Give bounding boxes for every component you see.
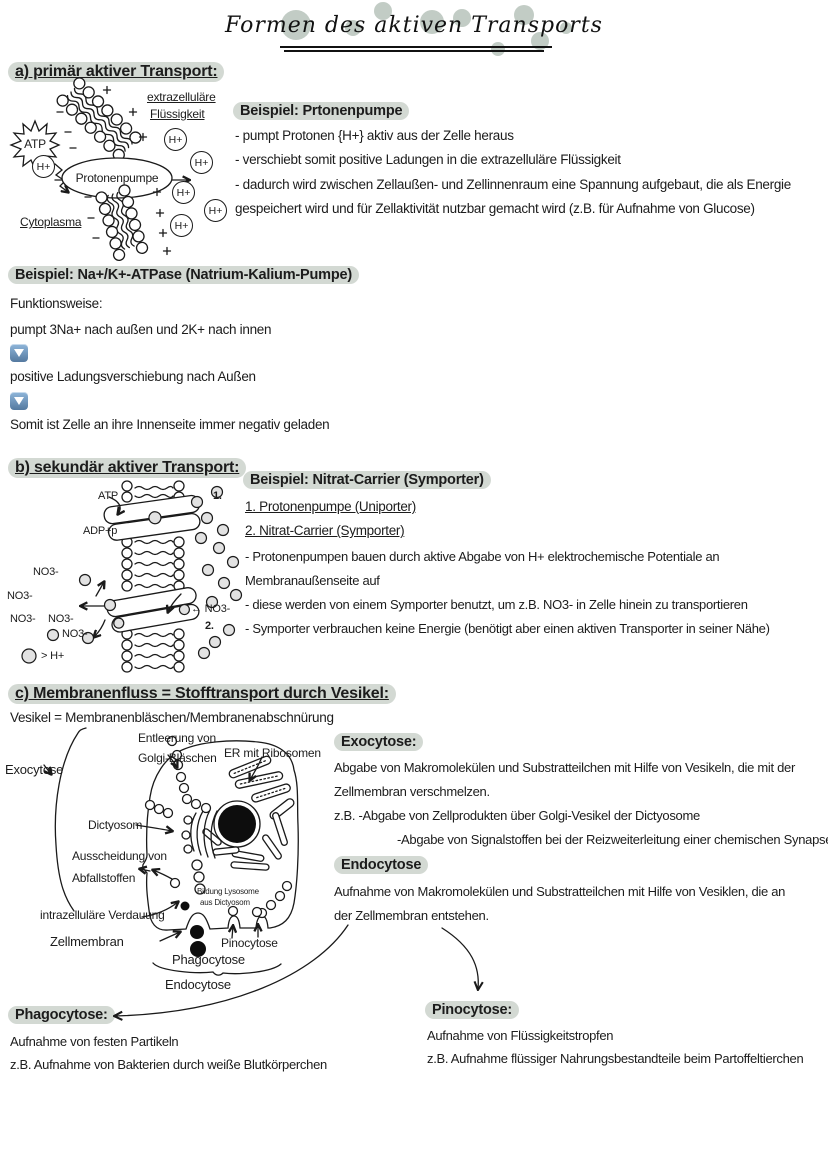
funktionsweise-label: Funktionsweise: (10, 296, 103, 311)
section-c-heading: c) Membranenfluss = Stofftransport durch… (8, 684, 396, 704)
hplus-ion: H+ (204, 199, 227, 222)
dictyosom-label: Dictyosom (88, 818, 143, 832)
protein-pump-top (103, 494, 203, 541)
text-line: - Protonenpumpen bauen durch aktive Abga… (245, 549, 720, 564)
text-line: z.B. -Abgabe von Zellprodukten über Golg… (334, 808, 700, 823)
dictyosome (182, 810, 217, 858)
text-line: -Abgabe von Signalstoffen bei der Reizwe… (397, 832, 828, 847)
phagocytose-heading: Phagocytose: (8, 1006, 115, 1024)
membrane-upper (55, 76, 143, 163)
exocytose-brace (44, 728, 86, 911)
atp-label: ATP (98, 490, 118, 502)
endocytose-heading: Endocytose (334, 856, 429, 874)
hplus-ion: H+ (32, 155, 55, 178)
numbered-item: 1. Protonenpumpe (Uniporter) (245, 499, 416, 514)
golgi-label-1: Entleerung von (138, 731, 216, 745)
membrane-lower (95, 184, 149, 262)
proton-pump-diagram (5, 88, 235, 263)
text-line: - pumpt Protonen {H+} aktiv aus der Zell… (235, 128, 514, 143)
no3-label: NO3- (62, 628, 88, 640)
text-line: der Zellmembran entstehen. (334, 908, 489, 923)
text-line: - dadurch wird zwischen Zellaußen- und Z… (235, 177, 791, 192)
hplus-ion: H+ (164, 128, 187, 151)
legend-hplus-circle (22, 649, 36, 663)
lysosome-label-1: Bildung Lysosome (197, 887, 259, 896)
text-line: z.B. Aufnahme von Bakterien durch weiße … (10, 1057, 327, 1072)
example-protonenpumpe-heading: Beispiel: Prtonenpumpe (233, 102, 410, 120)
text-line: - Symporter verbrauchen keine Energie (b… (245, 621, 770, 636)
step2-marker: 2. (205, 620, 214, 632)
no3-in-arrow-label: ← NO3- (191, 603, 231, 615)
example-nitrat-heading: Beispiel: Nitrat-Carrier (Symporter) (243, 471, 491, 489)
golgi-label-2: Golgi-Bläschen (138, 751, 217, 765)
vesikel-definition: Vesikel = Membranenbläschen/Membranenabs… (10, 710, 334, 725)
adp-label: ADP+p (83, 525, 118, 537)
no3-label: NO3- (48, 613, 74, 625)
exocytose-heading: Exocytose: (334, 733, 424, 751)
pinocytose-diagram-label: Pinocytose (221, 936, 278, 950)
arrow-to-pinocytose (442, 928, 478, 989)
excretion-label-1: Ausscheidung von (72, 849, 167, 863)
page-title: Formen des aktiven Transports (225, 13, 603, 38)
title-underline-2 (284, 50, 544, 52)
pump-label: Protonenpumpe (75, 171, 159, 185)
atp-label: ATP (24, 137, 46, 151)
text-line: gespeichert wird und für Zellaktivität n… (235, 201, 755, 216)
protein-carrier-bottom (106, 586, 200, 633)
text-line: pumpt 3Na+ nach außen und 2K+ nach innen (10, 322, 272, 337)
example-atpase-heading: Beispiel: Na+/K+-ATPase (Natrium-Kalium-… (8, 266, 359, 284)
zellmembran-label: Zellmembran (50, 934, 124, 949)
diagram-arrows (81, 497, 181, 637)
er-label: ER mit Ribosomen (224, 746, 321, 760)
text-line: - diese werden von einem Symporter benut… (245, 597, 748, 612)
digestion-label: intrazelluläre Verdauung (40, 908, 165, 922)
cell-diagram (0, 725, 380, 995)
extracellular-label-1: extrazelluläre (147, 90, 216, 104)
text-line: Aufnahme von Flüssigkeitstropfen (427, 1028, 614, 1043)
no3-label: NO3- (7, 590, 33, 602)
no3-label: NO3- (10, 613, 36, 625)
hplus-ion: H+ (170, 214, 193, 237)
pinocytose-heading: Pinocytose: (425, 1001, 519, 1019)
hplus-ion: H+ (190, 151, 213, 174)
exocytose-diagram-label: Exocytose (5, 762, 64, 777)
smooth-er (202, 812, 288, 870)
lysosome-label-2: aus Dictyosom (200, 898, 250, 907)
symporter-diagram (5, 480, 245, 680)
cytoplasm-label: Cytoplasma (20, 215, 82, 229)
text-line: positive Ladungsverschiebung nach Außen (10, 369, 256, 384)
legend-hplus-label: > H+ (41, 650, 65, 662)
text-line: - verschiebt somit positive Ladungen in … (235, 152, 621, 167)
extracellular-label-2: Flüssigkeit (150, 107, 205, 121)
section-b-heading: b) sekundär aktiver Transport: (8, 458, 247, 478)
title-underline (280, 46, 552, 49)
no3-label: NO3- (33, 566, 59, 578)
down-arrow-icon (10, 344, 28, 362)
text-line: Abgabe von Makromolekülen und Substratte… (334, 760, 795, 775)
step1-marker: 1. (213, 490, 222, 502)
section-a-heading: a) primär aktiver Transport: (8, 62, 225, 82)
phagocytose-diagram-label: Phagocytose (172, 952, 245, 967)
text-line: Somit ist Zelle an ihre Innenseite immer… (10, 417, 330, 432)
down-arrow-icon (10, 392, 28, 410)
hplus-ion: H+ (172, 181, 195, 204)
excretion-label-2: Abfallstoffen (72, 871, 136, 885)
text-line: Zellmembran verschmelzen. (334, 784, 490, 799)
numbered-item: 2. Nitrat-Carrier (Symporter) (245, 523, 405, 538)
text-line: Aufnahme von Makromolekülen und Substrat… (334, 884, 786, 899)
text-line: Aufnahme von festen Partikeln (10, 1034, 179, 1049)
text-line: z.B. Aufnahme flüssiger Nahrungsbestandt… (427, 1051, 804, 1066)
endocytose-diagram-label: Endocytose (165, 977, 231, 992)
text-line: Membranaußenseite auf (245, 573, 380, 588)
hplus-dots (48, 487, 242, 659)
